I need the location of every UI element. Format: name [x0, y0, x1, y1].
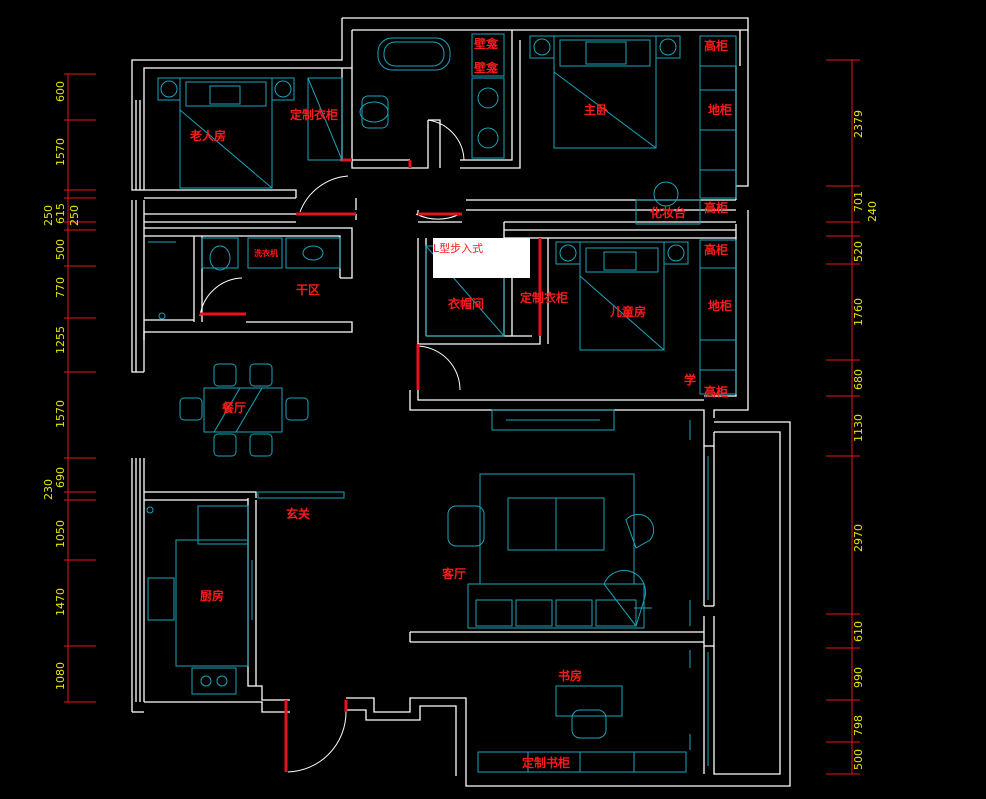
label-custom-bookcase: 定制书柜: [522, 755, 570, 770]
dim-left-5: 500: [54, 239, 67, 260]
dimensions-left: 600 1570 250 615 250 500 770 1255 1570 6…: [42, 73, 96, 703]
dim-right-7: 2970: [852, 524, 865, 552]
dim-right-3: 520: [852, 241, 865, 262]
dim-left-4: 250: [68, 205, 81, 226]
dim-left-2: 250: [42, 205, 55, 226]
label-study: 书房: [558, 668, 582, 683]
dim-right-8: 610: [852, 621, 865, 642]
dim-left-3: 615: [54, 203, 67, 224]
label-bath-niche-1: 壁龛: [474, 36, 499, 51]
label-floor-cabinet-1: 地柜: [708, 102, 732, 117]
dim-left-10: 230: [42, 479, 55, 500]
label-floor-cabinet-2: 地柜: [708, 298, 732, 313]
label-bath-niche-2: 壁龛: [474, 60, 499, 75]
dim-right-9: 990: [852, 667, 865, 688]
label-children-room: 儿童房: [609, 304, 646, 319]
dim-left-11: 1050: [54, 520, 67, 548]
label-tall-cabinet-3: 高柜: [704, 242, 728, 257]
walk-in-callout-text: L型步入式: [433, 242, 484, 255]
dim-left-9: 690: [54, 467, 67, 488]
doors: [199, 119, 542, 773]
dim-right-6: 1130: [852, 414, 865, 442]
label-washer: 洗衣机: [254, 248, 278, 258]
dimensions-right: 2379 701 240 520 1760 680 1130 2970 610 …: [826, 59, 879, 775]
dim-right-1: 701: [852, 191, 865, 212]
dim-left-6: 770: [54, 277, 67, 298]
label-tall-cabinet-4: 高柜: [704, 384, 728, 399]
label-living-room: 客厅: [441, 566, 466, 581]
label-custom-wardrobe-2: 定制衣柜: [520, 290, 568, 305]
furniture: [146, 33, 737, 773]
dim-left-1: 1570: [54, 138, 67, 166]
dim-left-13: 1080: [54, 662, 67, 690]
dim-right-10: 798: [852, 715, 865, 736]
dim-left-0: 600: [54, 81, 67, 102]
label-dry-area: 干区: [296, 283, 320, 297]
label-master-bedroom: 主卧: [584, 102, 608, 117]
label-dining: 餐厅: [222, 400, 246, 415]
label-tall-cabinet-2: 高柜: [704, 200, 728, 215]
label-elderly-room: 老人房: [190, 128, 226, 143]
dim-left-8: 1570: [54, 400, 67, 428]
label-vanity: 化妆台: [650, 205, 686, 220]
dim-right-0: 2379: [852, 110, 865, 138]
dim-left-12: 1470: [54, 588, 67, 616]
walk-in-callout: L型步入式: [433, 238, 530, 278]
dim-right-11: 500: [852, 749, 865, 770]
dim-right-4: 1760: [852, 298, 865, 326]
dim-left-7: 1255: [54, 326, 67, 354]
label-entrance: 玄关: [286, 506, 310, 521]
dim-right-5: 680: [852, 369, 865, 390]
label-tall-cabinet-1: 高柜: [704, 38, 728, 53]
label-study-desk: 学: [684, 372, 696, 387]
label-cloakroom: 衣帽间: [448, 296, 484, 311]
dim-right-2: 240: [866, 201, 879, 222]
label-custom-wardrobe-1: 定制衣柜: [290, 107, 338, 122]
label-kitchen: 厨房: [200, 588, 224, 603]
